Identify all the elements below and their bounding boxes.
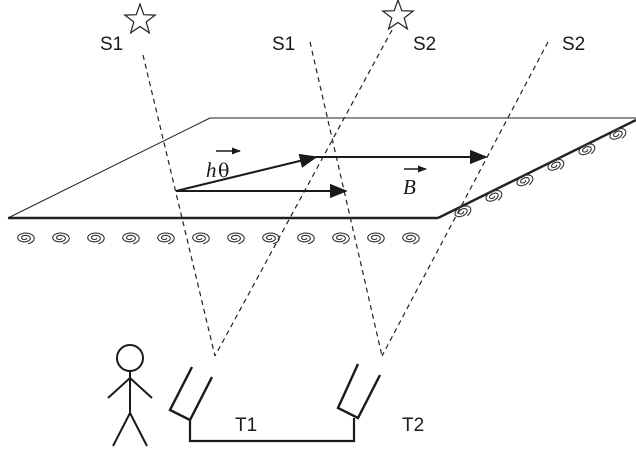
star-icon [381,0,415,31]
h-letter: h [206,158,217,182]
spiral-icon [262,232,280,245]
label-s1-mid: S1 [272,34,295,55]
spiral-icon [332,232,350,245]
spiral-icon [578,143,596,156]
spiral-icon [52,232,70,245]
h-theta-vector [175,153,318,192]
spiral-icon [17,232,35,245]
spiral-icon [297,232,315,245]
vectors: h θ B [175,147,488,199]
star-icon [123,2,157,35]
telescope-icon [336,363,382,420]
ray-s2-to-t1 [214,29,393,357]
turbulence-plane [7,117,636,220]
stick-figure-icon [107,344,153,447]
telescope-baseline-connection [188,418,356,443]
turbulence-spirals-side [454,127,627,218]
spiral-icon [402,232,420,245]
spiral-icon [516,174,534,187]
b-letter: B [403,175,416,199]
spiral-icon [609,127,627,140]
label-s2-far: S2 [562,34,585,55]
spiral-icon [367,232,385,245]
label-s2-star: S2 [413,34,436,55]
label-t2: T2 [402,415,424,436]
spiral-icon [157,232,175,245]
spiral-icon [547,158,565,171]
spiral-icon [485,189,503,202]
spiral-icon [122,232,140,245]
label-s1-star: S1 [100,34,123,55]
light-rays [142,29,549,357]
spiral-icon [227,232,245,245]
spiral-icon [87,232,105,245]
ray-s1-to-t1 [142,54,216,357]
label-t1: T1 [235,415,257,436]
theta-letter: θ [218,160,229,182]
spiral-icon [454,205,472,218]
telescope-icon [168,366,214,422]
spiral-icon [192,232,210,245]
turbulence-spirals-front [17,232,420,245]
